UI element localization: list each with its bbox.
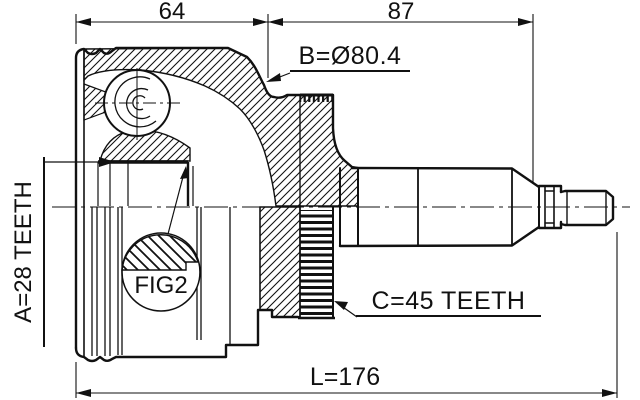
leader-inner-spline (45, 157, 115, 167)
dimension-87 (268, 14, 534, 184)
dimension-overall-length (75, 232, 618, 398)
fig2-label: FIG2 (134, 272, 188, 299)
bearing-ball (95, 68, 183, 140)
leader-outer-diameter (266, 72, 291, 82)
dim-64-label: 64 (158, 0, 186, 25)
leader-shaft-spline (334, 301, 358, 318)
outer-diameter-label: B=Ø80.4 (290, 43, 410, 72)
inner-spline-label: A=28 TEETH (7, 157, 45, 347)
part-outline (74, 46, 615, 363)
shaft-spline-label: C=45 TEETH (356, 288, 541, 317)
shaft-spline-band (298, 93, 335, 320)
dim-87-label: 87 (387, 0, 415, 25)
dimension-64 (75, 14, 269, 78)
overall-length-label: L=176 (309, 363, 381, 391)
inner-spline-bore (97, 160, 194, 206)
fig2-balloon (121, 166, 201, 312)
